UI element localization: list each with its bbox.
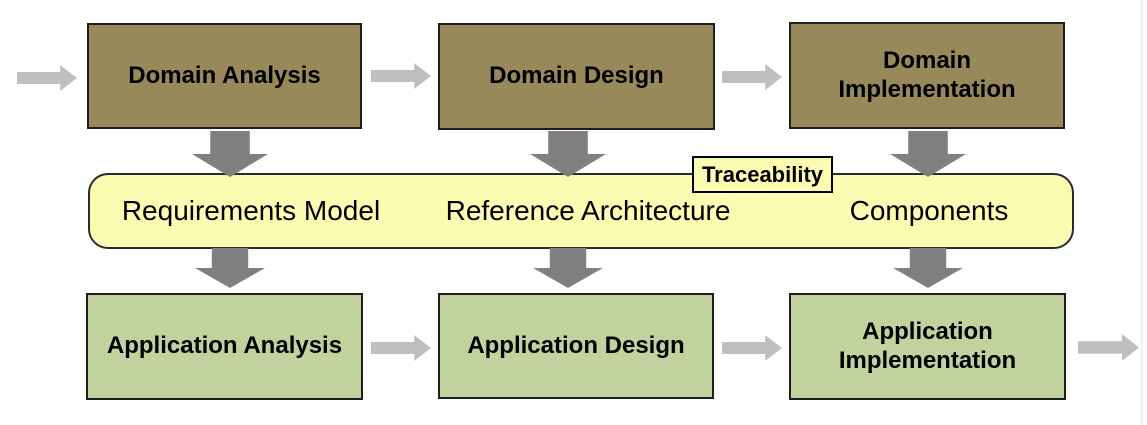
domain-analysis-box: Domain Analysis xyxy=(87,23,362,129)
band-to-application-implementation-arrow xyxy=(893,248,963,288)
application-design-box: Application Design xyxy=(438,293,714,399)
requirements-model-label: Requirements Model xyxy=(121,195,381,226)
application-analysis-box: Application Analysis xyxy=(86,293,363,400)
domain-analysis-to-domain-design-arrow xyxy=(371,63,431,89)
domain-implementation-down-arrow xyxy=(890,131,966,177)
traceability-band: Requirements Model Reference Architectur… xyxy=(88,173,1074,249)
band-to-application-analysis-arrow xyxy=(195,248,265,288)
reference-architecture-label: Reference Architecture xyxy=(445,195,731,226)
application-analysis-to-application-design-arrow xyxy=(371,335,431,361)
domain-implementation-label: Domain Implementation xyxy=(838,46,1016,103)
domain-design-down-arrow xyxy=(530,131,606,177)
domain-analysis-label: Domain Analysis xyxy=(128,61,321,89)
domain-design-label: Domain Design xyxy=(489,62,664,90)
band-to-application-design-arrow xyxy=(533,248,603,288)
domain-analysis-down-arrow xyxy=(192,131,268,177)
domain-design-box: Domain Design xyxy=(438,23,715,130)
components-label: Components xyxy=(849,195,1009,226)
flow-out-arrow xyxy=(1078,334,1139,361)
domain-design-to-domain-implementation-arrow xyxy=(722,64,782,90)
flow-in-arrow xyxy=(17,65,77,91)
domain-implementation-box: Domain Implementation xyxy=(789,22,1065,129)
traceability-tag: Traceability xyxy=(692,156,833,193)
traceability-tag-label: Traceability xyxy=(701,161,824,187)
application-implementation-box: Application Implementation xyxy=(789,293,1066,400)
application-design-label: Application Design xyxy=(467,331,685,359)
application-implementation-label: Application Implementation xyxy=(838,317,1017,374)
page-edge-line xyxy=(1141,0,1143,425)
application-design-to-application-implementation-arrow xyxy=(722,335,782,361)
application-analysis-label: Application Analysis xyxy=(106,332,343,360)
